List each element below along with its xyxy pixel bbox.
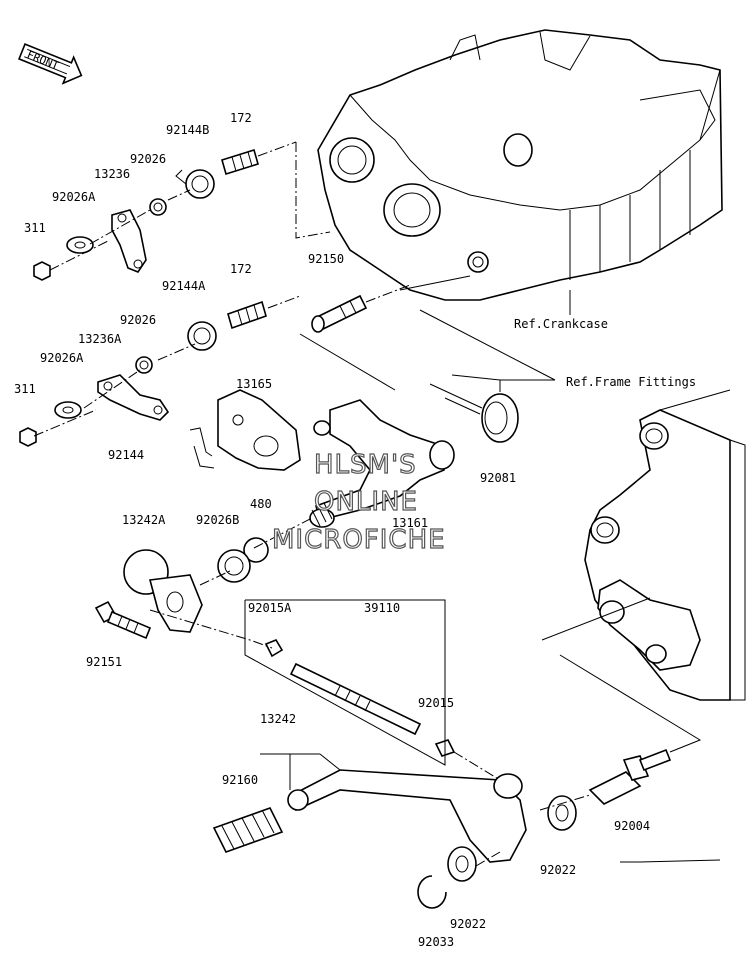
washer-92026b: [217, 549, 251, 583]
front-arrow-icon: FRONT: [18, 43, 83, 85]
shift-shaft-13161: [309, 399, 455, 528]
clip-92033: [417, 875, 447, 909]
shift-pedal-13242: [287, 769, 527, 863]
label-13161: 13161: [392, 516, 428, 530]
watermark: HLSM'S ONLINE MICROFICHE: [271, 449, 446, 555]
label-92033: 92033: [418, 935, 454, 949]
label-92150: 92150: [308, 252, 344, 266]
label-92015: 92015: [418, 696, 454, 710]
watermark-line-1: HLSM'S: [314, 450, 417, 480]
label-13165: 13165: [236, 377, 272, 391]
label-39110: 39110: [364, 601, 400, 615]
ref-crankcase-label: Ref.Crankcase: [514, 317, 608, 331]
label-311-middle: 311: [14, 382, 36, 396]
label-13242: 13242: [260, 712, 296, 726]
part-labels: 172 92144B 92026 13236 92026A 311 172 92…: [14, 111, 650, 949]
washer-92022-b: [447, 846, 477, 882]
label-92160: 92160: [222, 773, 258, 787]
label-92004: 92004: [614, 819, 650, 833]
label-13236: 13236: [94, 167, 130, 181]
label-92022-bottom: 92022: [450, 917, 486, 931]
stud-92150: [311, 294, 368, 333]
label-480: 480: [250, 497, 272, 511]
circlip-480: [243, 537, 269, 563]
watermark-line-3: MICROFICHE: [272, 525, 446, 555]
bolt-92151: [94, 600, 152, 640]
label-92144: 92144: [108, 448, 144, 462]
shift-lever-13242a: [123, 549, 203, 633]
tie-rod-39110: [264, 639, 456, 757]
label-92144a: 92144A: [162, 279, 206, 293]
label-172-upper: 172: [230, 111, 252, 125]
frame-fittings: [584, 389, 746, 701]
label-92022-right: 92022: [540, 863, 576, 877]
washer-92022-a: [547, 795, 577, 831]
label-172-middle: 172: [230, 262, 252, 276]
label-92026b: 92026B: [196, 513, 239, 527]
label-92081: 92081: [480, 471, 516, 485]
label-92026a-upper: 92026A: [52, 190, 96, 204]
ref-frame-fittings-label: Ref.Frame Fittings: [566, 375, 696, 389]
crankcase: [317, 29, 723, 301]
watermark-line-2: ONLINE: [314, 487, 418, 517]
label-92026a-middle: 92026A: [40, 351, 84, 365]
upper-linkage-parts: [33, 148, 259, 281]
label-92026-middle: 92026: [120, 313, 156, 327]
plate-13165: [189, 389, 301, 471]
label-92026-upper: 92026: [130, 152, 166, 166]
pedal-rubber-92160: [212, 807, 284, 853]
label-13236a: 13236A: [78, 332, 122, 346]
bolt-92004: [588, 748, 672, 805]
label-92144b: 92144B: [166, 123, 209, 137]
label-92151: 92151: [86, 655, 122, 669]
label-13242a: 13242A: [122, 513, 166, 527]
label-311-upper: 311: [24, 221, 46, 235]
spring-92081: [429, 383, 519, 443]
label-92015a: 92015A: [248, 601, 292, 615]
